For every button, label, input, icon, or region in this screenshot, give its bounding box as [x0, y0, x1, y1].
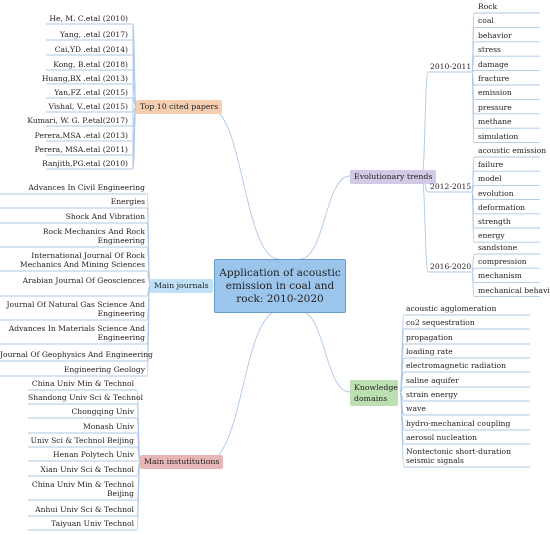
leaf-item: sandstone: [478, 243, 518, 252]
leaf-item: Yang, .etal (2017): [59, 30, 128, 39]
leaf-item: Vishal, V.,etal (2015): [48, 102, 129, 111]
leaf-item: energy: [478, 231, 505, 241]
branch-label: Top 10 cited papers: [140, 102, 219, 111]
leaf-item: Henan Polytech Univ: [52, 450, 134, 459]
leaf-item: co2 sequestration: [406, 318, 475, 327]
leaf-item: acoustic agglomeration: [406, 304, 497, 313]
leaf-item: hydro-mechanical coupling: [406, 419, 511, 428]
leaf-item: Perera,MSA .etal (2013): [34, 131, 128, 140]
leaf-item: deformation: [478, 202, 526, 212]
leaf-item: model: [478, 174, 502, 184]
leaf-item: emission: [478, 88, 512, 98]
leaf-item: propagation: [406, 333, 453, 342]
leaf-item: Engineering Geology: [63, 365, 145, 374]
connector: [146, 270, 151, 286]
leaf-item: behavior: [478, 30, 512, 40]
connector: [471, 191, 475, 243]
leaf-item: methane: [478, 117, 512, 127]
leaf-item: Xian Univ Sci & Technol: [40, 465, 134, 474]
leaf-item: strength: [478, 217, 511, 226]
leaf-item: aerosol nucleation: [406, 433, 477, 442]
leaf-item: Shandong Univ Sci & Technol: [28, 393, 144, 402]
leaf-item: Kumari, W. G. P.etal(2017): [27, 116, 128, 125]
connector: [207, 106, 280, 260]
central-topic: Application of acoustic emission in coal…: [214, 259, 346, 313]
period-label: 2012-2015: [430, 182, 472, 191]
connector: [136, 460, 141, 531]
connector: [206, 310, 280, 462]
branch-evolutionary-trends: Evolutionary trends: [350, 170, 437, 184]
branch-knowledge-domains: Knowledge domains: [350, 380, 398, 406]
branch-label: Main journals: [154, 281, 209, 290]
connector: [421, 71, 429, 177]
branch-label: Knowledge domains: [354, 383, 398, 403]
leaf-item: Univ Sci & Technol Beijing: [30, 436, 134, 445]
leaf-item: pressure: [478, 102, 512, 112]
leaf-item: failure: [478, 160, 504, 170]
leaf-item: compression: [478, 257, 527, 267]
leaf-item: Rock Mechanics And Rock Engineering: [42, 227, 145, 245]
leaf-item: Chongqing Univ: [71, 407, 135, 416]
leaf-item: Journal Of Natural Gas Science And Engin…: [6, 300, 145, 318]
leaf-item: saline aquifer: [406, 376, 459, 385]
period-label: 2016-2020: [430, 262, 472, 271]
leaf-item: Monash Univ: [83, 422, 134, 431]
branch-top-cited-papers: Top 10 cited papers: [136, 100, 223, 114]
branch-label: Evolutionary trends: [354, 172, 433, 181]
leaf-item: Advances In Civil Engineering: [28, 183, 145, 192]
leaf-item: mechanical behavior: [478, 285, 550, 295]
leaf-item: evolution: [478, 188, 514, 198]
leaf-item: China Univ Min & Technol: [31, 379, 134, 388]
leaf-item: Taiyuan Univ Technol: [51, 519, 134, 528]
connector: [299, 310, 351, 393]
leaf-item: Shock And Vibration: [65, 212, 145, 221]
period-label: 2010-2011: [430, 62, 472, 71]
connector: [299, 175, 351, 260]
branch-main-institutions: Main instutitutions: [140, 455, 224, 469]
leaf-item: International Journal Of Rock Mechanics …: [19, 251, 145, 269]
leaf-item: China Univ Min & Technol Beijing: [31, 480, 134, 498]
leaf-item: Perera, MSA.etal (2011): [34, 145, 128, 154]
leaf-item: simulation: [478, 131, 519, 141]
leaf-item: electromagnetic radiation: [406, 361, 506, 370]
leaf-item: coal: [478, 16, 494, 26]
connector: [146, 284, 151, 377]
connector: [471, 71, 475, 144]
branch-main-journals: Main journals: [150, 279, 213, 293]
central-topic-label: Application of acoustic emission in coal…: [219, 266, 341, 305]
leaf-item: Energies: [110, 197, 145, 206]
leaf-item: acoustic emission: [478, 146, 547, 155]
branch-label: Main instutitutions: [144, 457, 220, 466]
leaf-item: Anhui Univ Sci & Technol: [35, 505, 134, 514]
leaf-item: stress: [478, 45, 501, 55]
leaf-item: Yan,FZ .etal (2015): [54, 88, 128, 97]
leaf-item: He, M. C.etal (2010): [49, 14, 128, 23]
leaf-item: fracture: [478, 74, 510, 83]
connector: [399, 391, 405, 468]
leaf-item: Arabian Journal Of Geosciences: [22, 276, 145, 285]
leaf-item: Rock: [478, 2, 498, 11]
leaf-item: Huang,BX .etal (2013): [41, 74, 128, 83]
leaf-item: damage: [478, 59, 509, 69]
leaf-item: Advances In Materials Science And Engine…: [8, 324, 145, 342]
leaf-item: Kong, B.etal (2018): [53, 60, 128, 69]
connector: [471, 271, 475, 298]
connector: [421, 175, 429, 273]
leaf-item: Ranjith,PG.etal (2010): [42, 159, 128, 168]
leaf-item: wave: [406, 404, 426, 413]
leaf-item: mechanism: [478, 271, 522, 281]
leaf-item: loading rate: [406, 347, 453, 356]
leaf-item: strain energy: [406, 390, 458, 399]
leaf-item: Nontectonic short-duration seismic signa…: [406, 447, 511, 465]
leaf-item: Cai,YD .etal (2014): [54, 45, 128, 54]
leaf-item: Journal Of Geophysics And Engineering: [0, 350, 153, 359]
